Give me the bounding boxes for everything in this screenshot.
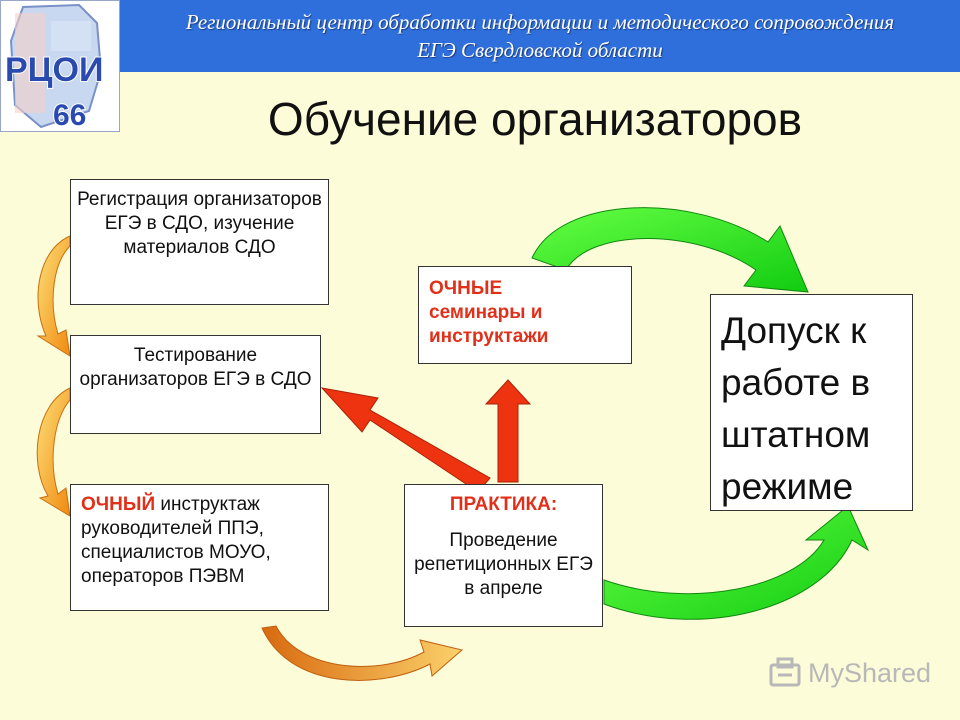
header-line-1: Региональный центр обработки информации … bbox=[185, 10, 895, 34]
registration-text: Регистрация организаторов ЕГЭ в СДО, изу… bbox=[77, 189, 322, 258]
header-banner: Региональный центр обработки информации … bbox=[120, 0, 960, 72]
seminars-box: ОЧНЫЕ семинары и инструктажи bbox=[418, 266, 632, 364]
page-title: Обучение организаторов bbox=[267, 93, 803, 145]
briefing-box: ОЧНЫЙ инструктаж руководителей ППЭ, спец… bbox=[70, 484, 329, 611]
registration-box: Регистрация организаторов ЕГЭ в СДО, изу… bbox=[70, 179, 329, 305]
testing-text: Тестирование организаторов ЕГЭ в СДО bbox=[79, 345, 312, 390]
admission-box: Допуск к работе в штатном режиме bbox=[710, 294, 913, 511]
red-arrow-diagonal bbox=[320, 387, 491, 493]
testing-box: Тестирование организаторов ЕГЭ в СДО bbox=[70, 335, 321, 434]
seminars-label: ОЧНЫЕ bbox=[429, 278, 503, 299]
practice-label: ПРАКТИКА: bbox=[449, 494, 558, 515]
green-lower-arrow bbox=[603, 505, 870, 620]
seminars-text: семинары и инструктажи bbox=[429, 302, 549, 347]
logo-text: РЦОИ bbox=[5, 51, 103, 89]
red-arrow-up bbox=[484, 379, 532, 483]
admission-text: Допуск к работе в штатном режиме bbox=[721, 310, 871, 507]
header-text: Региональный центр обработки информации … bbox=[120, 8, 960, 64]
orange-bottom-arrow bbox=[261, 625, 464, 681]
briefing-text: инструктаж руководителей ППЭ, специалист… bbox=[81, 494, 271, 587]
logo-number: 66 bbox=[53, 99, 86, 132]
orange-curve-arrow-2 bbox=[36, 387, 71, 517]
logo: РЦОИ 66 bbox=[0, 0, 120, 132]
watermark-icon bbox=[769, 657, 801, 687]
green-upper-arrow bbox=[531, 207, 809, 293]
watermark-text: MyShared bbox=[808, 657, 932, 688]
practice-box: ПРАКТИКА: Проведение репетиционных ЕГЭ в… bbox=[404, 484, 603, 627]
practice-text: Проведение репетиционных ЕГЭ в апреле bbox=[414, 530, 593, 599]
header-line-2: ЕГЭ Свердловской области bbox=[417, 38, 663, 62]
briefing-label: ОЧНЫЙ bbox=[81, 494, 156, 515]
logo-graphic: РЦОИ 66 bbox=[4, 3, 104, 132]
watermark: MyShared bbox=[768, 656, 931, 690]
orange-curve-arrow-1 bbox=[36, 235, 71, 358]
